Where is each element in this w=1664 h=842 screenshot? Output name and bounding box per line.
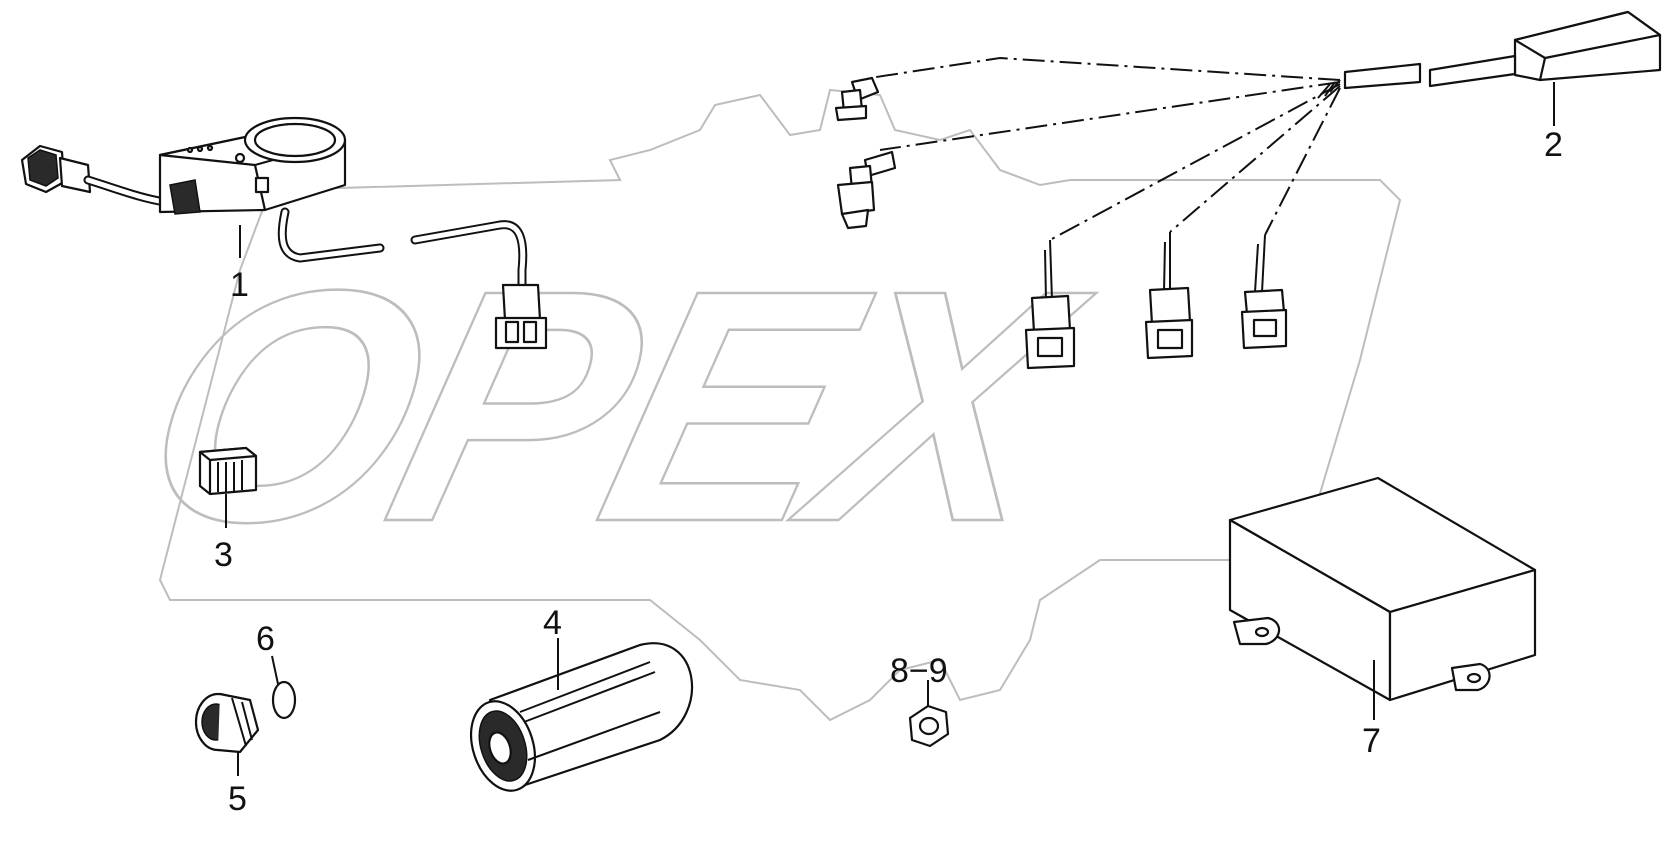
watermark: OPEX (111, 88, 1402, 722)
part-5-fitting (194, 692, 260, 754)
part-2-sensor-upper (834, 76, 880, 122)
callout-3: 3 (214, 536, 233, 574)
part-2-connector-b (1144, 232, 1194, 360)
callout-8-9: 8−9 (890, 652, 948, 690)
part-3-relay (198, 446, 258, 496)
leader-lines (225, 82, 1555, 776)
part-2-connector-a (1024, 239, 1076, 370)
part-7-control-box (1228, 476, 1537, 702)
part-2-connector-c (1240, 234, 1288, 350)
part-1-plug (20, 144, 92, 194)
part-8-9-nut (908, 704, 950, 748)
callout-2: 2 (1544, 126, 1563, 164)
callout-5: 5 (228, 780, 247, 818)
callout-4: 4 (543, 604, 562, 642)
part-4-cylinder (470, 642, 693, 792)
part-2-wiring-harness (834, 10, 1662, 370)
watermark-text: OPEX (113, 223, 1115, 591)
callout-1: 1 (230, 266, 249, 304)
callout-7: 7 (1362, 722, 1381, 760)
part-2-sensor-lower (836, 150, 897, 230)
part-1-column-switch (20, 116, 548, 350)
part-6-o-ring (271, 680, 297, 720)
callouts: 1 2 3 4 5 6 7 8−9 (214, 126, 1563, 818)
callout-6: 6 (256, 620, 275, 658)
